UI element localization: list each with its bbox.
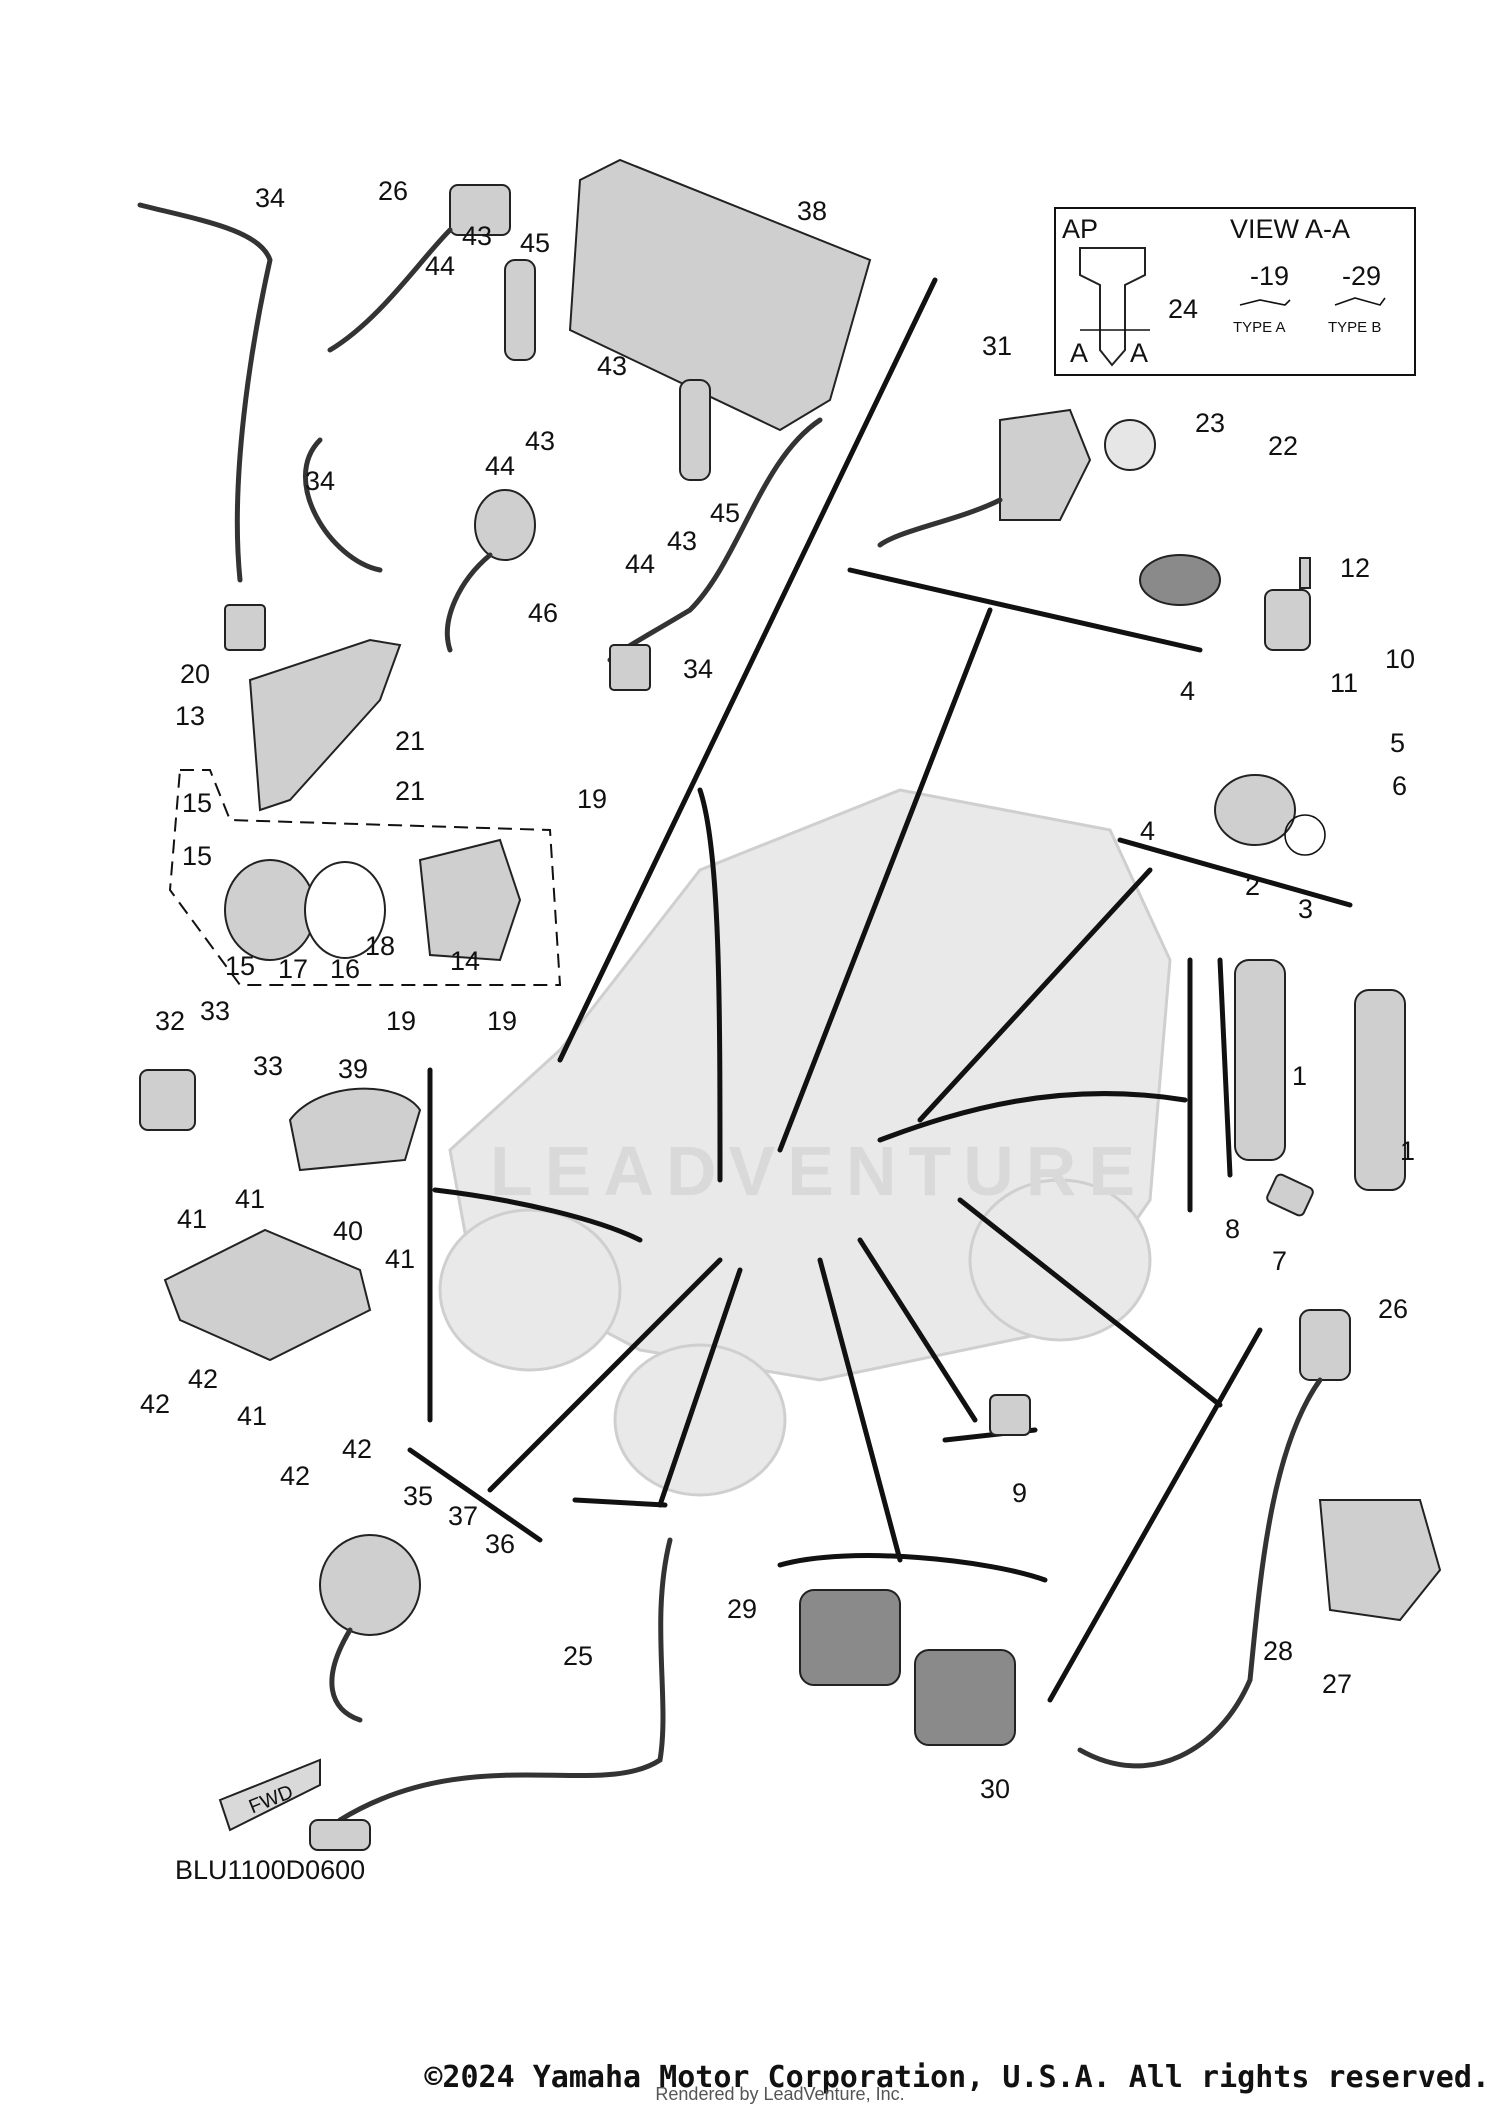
callout-33: 33 (200, 996, 230, 1026)
vehicle-silhouette (438, 788, 1172, 1497)
callout-6: 6 (1392, 771, 1407, 801)
leader-brackets (407, 277, 1353, 1703)
callout-15: 15 (182, 841, 212, 871)
inset-view-left: AP (1062, 214, 1098, 244)
callout-5: 5 (1390, 728, 1405, 758)
callout-27: 27 (1322, 1669, 1352, 1699)
callout-44: 44 (485, 451, 515, 481)
callout-36: 36 (485, 1529, 515, 1559)
key-icon (1079, 247, 1146, 367)
inset-view-right: VIEW A-A (1230, 214, 1350, 244)
callout-41: 41 (177, 1204, 207, 1234)
callout-7: 7 (1272, 1246, 1287, 1276)
callout-43: 43 (597, 351, 627, 381)
callout-11: 11 (1330, 668, 1358, 698)
callout-13: 13 (175, 701, 205, 731)
fwd-arrow-icon (218, 1758, 321, 1832)
callout-26: 26 (378, 176, 408, 206)
callout-14: 14 (450, 946, 480, 976)
callouts: 1 1 2 3 4 4 5 6 7 8 9 10 11 12 13 14 15 … (140, 176, 1415, 1804)
callout-23: 23 (1195, 408, 1225, 438)
callout-45: 45 (710, 498, 740, 528)
callout-31: 31 (982, 331, 1012, 361)
callout-35: 35 (403, 1481, 433, 1511)
callout-21: 21 (395, 776, 425, 806)
callout-15: 15 (182, 788, 212, 818)
callout-25: 25 (563, 1641, 593, 1671)
callout-42: 42 (280, 1461, 310, 1491)
callout-2: 2 (1245, 871, 1260, 901)
callout-41: 41 (385, 1244, 415, 1274)
callout-43: 43 (667, 526, 697, 556)
callout-42: 42 (140, 1389, 170, 1419)
drawing-code: BLU1100D0600 (175, 1855, 366, 1885)
inset-section-left: A (1070, 338, 1088, 368)
callout-32: 32 (155, 1006, 185, 1036)
callout-40: 40 (333, 1216, 363, 1246)
callout-9: 9 (1012, 1478, 1027, 1508)
callout-1: 1 (1400, 1136, 1415, 1166)
inset-type-a-label: TYPE A (1233, 319, 1286, 336)
callout-17: 17 (278, 954, 308, 984)
callout-46: 46 (528, 598, 558, 628)
callout-41: 41 (237, 1401, 267, 1431)
callout-43: 43 (462, 221, 492, 251)
view-inset: AP VIEW A-A -19 -29 TYPE A TYPE B A A 24 (1054, 207, 1416, 376)
callout-8: 8 (1225, 1214, 1240, 1244)
callout-4: 4 (1180, 676, 1195, 706)
copyright-notice: ©2024 Yamaha Motor Corporation, U.S.A. A… (424, 2060, 1490, 2095)
callout-39: 39 (338, 1054, 368, 1084)
callout-20: 20 (180, 659, 210, 689)
callout-42: 42 (188, 1364, 218, 1394)
callout-34: 34 (305, 466, 335, 496)
callout-16: 16 (330, 954, 360, 984)
callout-18: 18 (365, 931, 395, 961)
inset-type-a-code: -19 (1250, 261, 1289, 291)
callout-33: 33 (253, 1051, 283, 1081)
callout-10: 10 (1385, 644, 1415, 674)
inset-key-part: 24 (1168, 294, 1198, 324)
callout-21: 21 (395, 726, 425, 756)
callout-22: 22 (1268, 431, 1298, 461)
callout-42: 42 (342, 1434, 372, 1464)
watermark: LEADVENTURE (490, 1132, 1147, 1210)
callout-37: 37 (448, 1501, 478, 1531)
callout-4: 4 (1140, 816, 1155, 846)
callout-19: 19 (577, 784, 607, 814)
callout-41: 41 (235, 1184, 265, 1214)
callout-44: 44 (425, 251, 455, 281)
callout-29: 29 (727, 1594, 757, 1624)
callout-19: 19 (386, 1006, 416, 1036)
callout-43: 43 (525, 426, 555, 456)
callout-45: 45 (520, 228, 550, 258)
inset-type-b-code: -29 (1342, 261, 1381, 291)
callout-15: 15 (225, 951, 255, 981)
callout-30: 30 (980, 1774, 1010, 1804)
callout-44: 44 (625, 549, 655, 579)
callout-34: 34 (255, 183, 285, 213)
inset-section-right: A (1130, 338, 1148, 368)
part-shapes (137, 158, 1442, 1851)
inset-type-b-label: TYPE B (1328, 319, 1381, 336)
callout-28: 28 (1263, 1636, 1293, 1666)
callout-1: 1 (1292, 1061, 1307, 1091)
callout-19: 19 (487, 1006, 517, 1036)
callout-26: 26 (1378, 1294, 1408, 1324)
callout-3: 3 (1298, 894, 1313, 924)
callout-34: 34 (683, 654, 713, 684)
callout-12: 12 (1340, 553, 1370, 583)
callout-38: 38 (797, 196, 827, 226)
rendered-by-notice: Rendered by LeadVenture, Inc. (655, 2084, 905, 2104)
